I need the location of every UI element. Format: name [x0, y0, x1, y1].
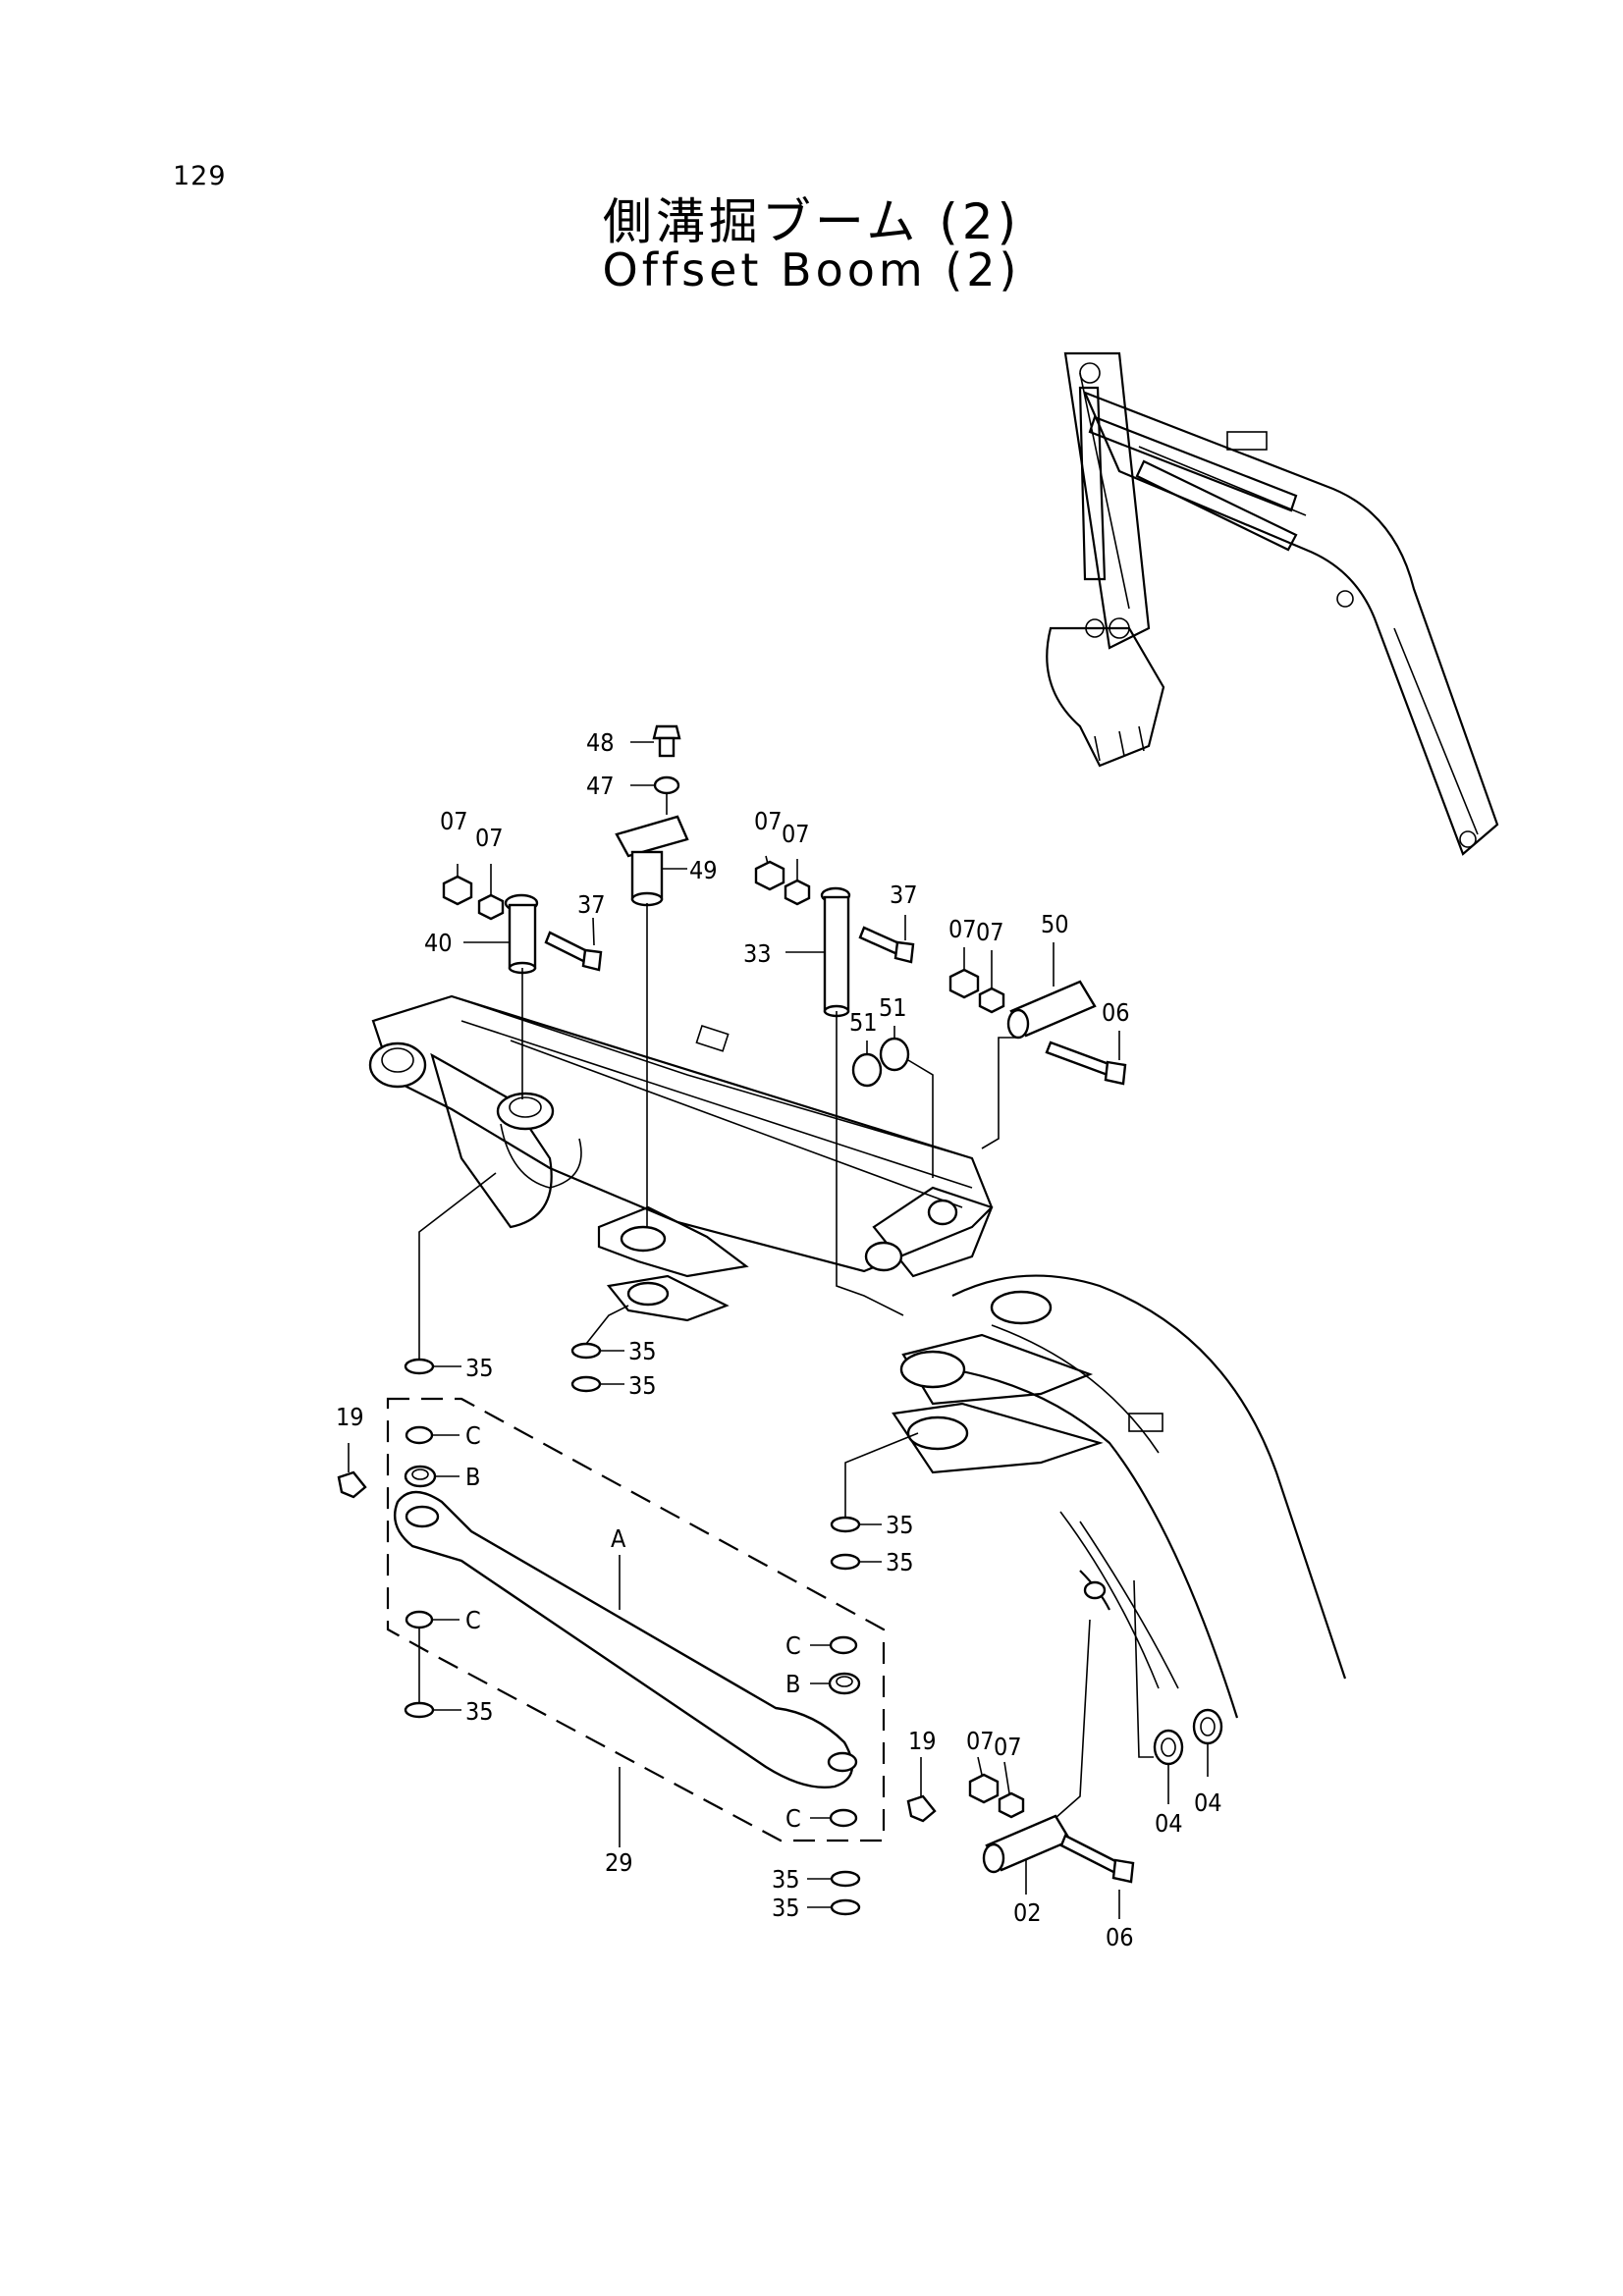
excavator-overview-illustration: [1046, 351, 1499, 856]
shim-04-icon: [1153, 1729, 1184, 1766]
grease-fitting-19-icon: [906, 1794, 937, 1823]
callout-37: 37: [890, 881, 918, 909]
bolt-48-icon: [652, 724, 681, 758]
callout-35: 35: [886, 1511, 914, 1539]
callout-06: 06: [1106, 1923, 1134, 1951]
nut-07-icon: [442, 875, 473, 906]
parts-hardware: [442, 724, 1127, 1088]
lower-pin-group: [968, 1708, 1223, 1884]
bolt-37-icon: [858, 926, 915, 964]
shim-51-icon: [879, 1037, 910, 1072]
tie-rod-assembly-29: [337, 1397, 937, 1842]
nut-07-icon: [998, 1791, 1025, 1819]
callout-06: 06: [1102, 998, 1130, 1027]
callout-50: 50: [1041, 910, 1069, 938]
leader-lines: [348, 741, 1209, 1919]
callout-19: 19: [336, 1403, 364, 1431]
grease-fitting-19-icon: [337, 1470, 367, 1499]
callout-labels: 48 47 49 07 07 37 40 07 07 37 33 07 07 5…: [336, 728, 1222, 1951]
callout-35: 35: [772, 1894, 800, 1922]
callout-02: 02: [1013, 1898, 1042, 1927]
callout-51: 51: [849, 1008, 878, 1037]
bolt-06-icon: [1045, 1041, 1127, 1086]
washers-35: [404, 1342, 861, 1916]
pin-33-icon: [820, 886, 851, 1018]
callout-35: 35: [628, 1371, 657, 1400]
shim-51-icon: [851, 1052, 883, 1088]
callout-51: 51: [879, 993, 907, 1022]
washer-47-icon: [653, 775, 680, 795]
bushing-B-icon: [828, 1672, 861, 1695]
callout-29: 29: [605, 1848, 633, 1877]
callout-33: 33: [743, 939, 772, 968]
nut-07-icon: [477, 893, 505, 921]
bushing-B-icon: [404, 1465, 437, 1488]
callout-35: 35: [465, 1697, 494, 1726]
nut-07-icon: [948, 968, 980, 999]
callout-C: C: [785, 1631, 801, 1660]
shim-04-icon: [1192, 1708, 1223, 1745]
callout-48: 48: [586, 728, 615, 757]
callout-07: 07: [782, 820, 810, 848]
pin-49-icon: [615, 815, 689, 907]
collar-C-icon: [405, 1610, 434, 1629]
offset-boom-assembly: [368, 994, 1347, 1719]
callout-07: 07: [475, 824, 504, 852]
callout-A: A: [611, 1524, 626, 1553]
callout-B: B: [465, 1463, 480, 1491]
page-number: 129: [173, 161, 227, 191]
callout-C: C: [785, 1804, 801, 1833]
collar-C-icon: [829, 1808, 858, 1828]
callout-47: 47: [586, 772, 615, 800]
callout-35: 35: [628, 1337, 657, 1365]
collar-C-icon: [405, 1425, 434, 1445]
nut-07-icon: [978, 987, 1005, 1014]
callout-04: 04: [1194, 1789, 1222, 1817]
callout-35: 35: [465, 1354, 494, 1382]
pin-50-icon: [1006, 980, 1097, 1040]
callout-B: B: [785, 1670, 800, 1698]
callout-07: 07: [966, 1727, 995, 1755]
pin-40-icon: [504, 893, 539, 975]
callout-37: 37: [577, 890, 606, 919]
nut-07-icon: [784, 879, 811, 906]
collar-C-icon: [829, 1635, 858, 1655]
callout-07: 07: [754, 807, 783, 835]
bolt-06-icon: [1059, 1834, 1135, 1884]
page-title-japanese: 側溝掘ブーム (2): [602, 193, 1021, 250]
callout-19: 19: [908, 1727, 937, 1755]
callout-35: 35: [772, 1865, 800, 1894]
callout-40: 40: [424, 929, 453, 957]
callout-C: C: [465, 1606, 481, 1634]
callout-07: 07: [440, 807, 468, 835]
callout-07: 07: [948, 915, 977, 943]
callout-04: 04: [1155, 1809, 1183, 1838]
page-title-english: Offset Boom (2): [602, 243, 1021, 296]
callout-07: 07: [976, 918, 1004, 946]
callout-35: 35: [886, 1548, 914, 1576]
callout-07: 07: [994, 1733, 1022, 1761]
pin-02-icon: [982, 1814, 1072, 1874]
callout-49: 49: [689, 856, 718, 884]
nut-07-icon: [968, 1773, 1000, 1804]
nut-07-icon: [754, 860, 785, 891]
bolt-37-icon: [544, 931, 603, 972]
callout-C: C: [465, 1421, 481, 1450]
